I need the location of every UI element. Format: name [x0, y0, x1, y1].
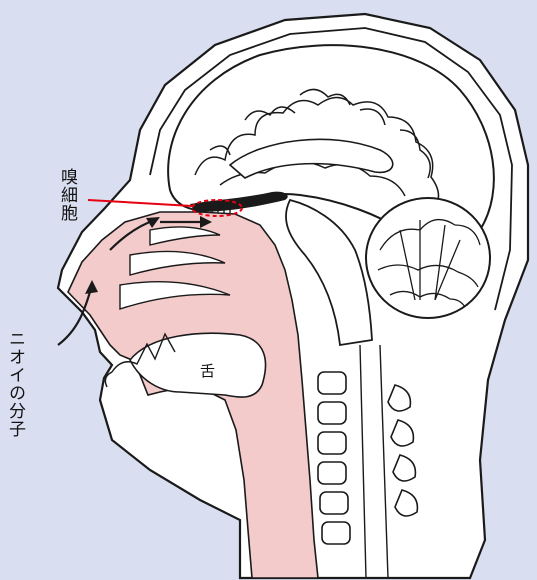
odor-molecules-label: ニオイの分子	[4, 330, 25, 438]
tongue-label: 舌	[200, 360, 215, 381]
olfactory-cells-label: 嗅細胞	[56, 168, 77, 222]
cerebellum	[366, 198, 490, 318]
